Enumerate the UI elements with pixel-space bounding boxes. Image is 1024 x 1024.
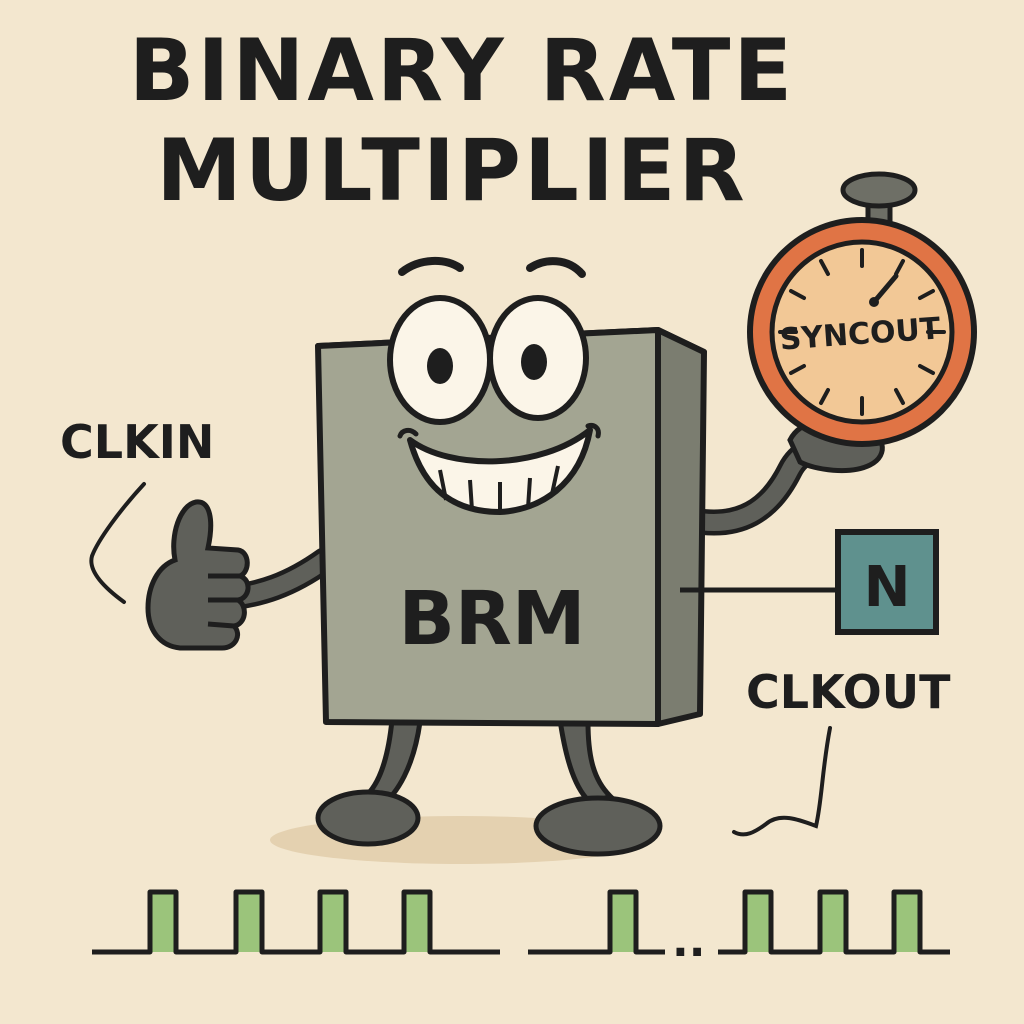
stopwatch-face <box>769 239 955 425</box>
pulse-0-0 <box>150 892 176 952</box>
n-label: N <box>864 555 911 620</box>
pulse-line-1 <box>528 889 665 955</box>
smile <box>397 423 601 515</box>
pulse-0-3 <box>404 892 430 952</box>
pulse-0-1 <box>236 892 262 952</box>
stopwatch-hand <box>871 273 899 305</box>
title-line-2: MULTIPLIER <box>156 121 748 221</box>
title-line-1: BINARY RATE <box>128 21 796 121</box>
thumbs-up-hand <box>145 499 251 651</box>
pulse-1-0 <box>610 892 636 952</box>
clkin-label: CLKIN <box>60 415 214 469</box>
clkout-label: CLKOUT <box>746 665 951 719</box>
pulse-0-2 <box>320 892 346 952</box>
n-box <box>835 529 939 635</box>
eyebrows <box>398 256 586 278</box>
chip-feet <box>315 789 663 857</box>
left-pupil <box>427 348 453 384</box>
chip-side-face <box>655 327 707 727</box>
clkin-pointer <box>89 482 146 604</box>
pulse-2-2 <box>894 892 920 952</box>
stopwatch-crown <box>840 171 918 209</box>
pulse-2-1 <box>820 892 846 952</box>
pulse-line-2 <box>718 889 950 955</box>
stopwatch-ticks <box>778 248 946 416</box>
chip-front-face <box>315 327 661 727</box>
stopwatch: SYNCOUT <box>747 171 977 447</box>
pulse-2-0 <box>745 892 771 952</box>
clkout-pointer <box>732 726 832 837</box>
eyes <box>387 295 589 425</box>
clkout-pulse-train <box>92 889 950 955</box>
right-pupil <box>521 344 547 380</box>
pulse-line-0 <box>92 889 500 955</box>
brm-label: BRM <box>398 576 585 662</box>
pulse-ellipsis: .. <box>672 916 705 967</box>
